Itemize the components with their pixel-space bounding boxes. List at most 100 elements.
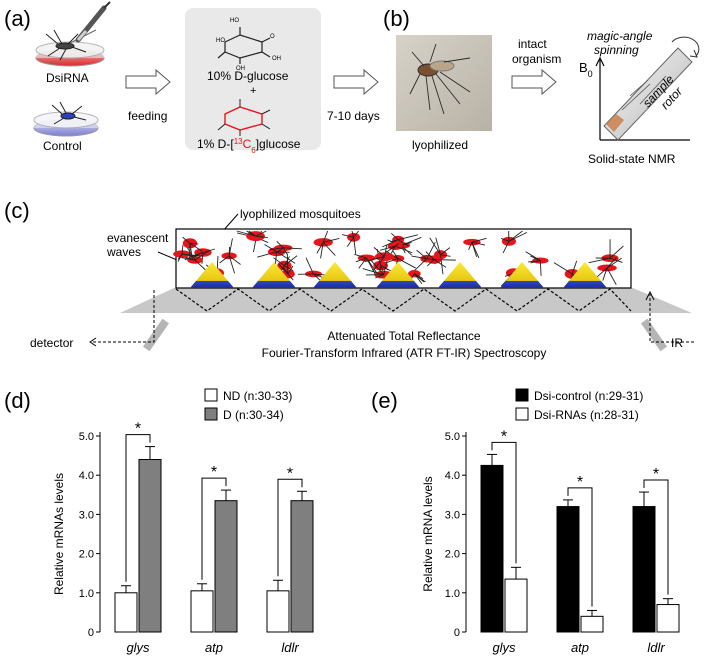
rotor-icon	[603, 36, 700, 141]
panel-c-label: (c)	[4, 198, 30, 223]
dsirna-dish	[35, 41, 105, 67]
mosquito-icon	[269, 241, 302, 255]
evanescent-wave-4	[376, 262, 420, 288]
ir-source-mirror	[640, 318, 668, 352]
y-tick-label: 2.0	[445, 549, 460, 561]
oh-label-2: OH	[236, 66, 245, 72]
mosquito-icon	[236, 230, 268, 242]
legend-label: Dsi-RNAs (n:28-31)	[534, 408, 639, 422]
feeding-label: feeding	[128, 109, 167, 123]
atr-title-2: Fourier-Transform Infrared (ATR FT-IR) S…	[262, 346, 547, 360]
bar-atp-s1	[190, 590, 214, 633]
ir-beam	[175, 288, 632, 312]
glucose-panel	[185, 8, 321, 150]
ir-beam-in	[649, 294, 694, 343]
significance-star: *	[501, 428, 507, 445]
mosquito-photo	[396, 35, 492, 131]
arrow-days	[333, 68, 379, 96]
mosquitoes-label: lyophilized mosquitoes	[240, 207, 361, 221]
detector-label: detector	[30, 336, 73, 350]
mosquito-layer	[173, 230, 624, 287]
bar-atp-s1	[556, 506, 580, 633]
bar-ldlr-s2	[290, 500, 314, 633]
evanescent-wave-1	[190, 262, 234, 288]
atr-title-1: Attenuated Total Reflectance	[327, 329, 481, 343]
mosquito-icon	[525, 251, 549, 276]
y-tick-label: 3.0	[79, 509, 94, 521]
evanescent-wave-2	[252, 262, 296, 288]
x-category-label: glys	[492, 640, 516, 655]
significance-star: *	[211, 464, 217, 481]
x-category-label: ldlr	[647, 640, 665, 655]
panel-b-label: (b)	[383, 6, 410, 31]
mosquito-icon	[364, 245, 395, 272]
bar-glys-s2	[504, 578, 528, 633]
y-tick-label: 2.0	[79, 549, 94, 561]
mosquito-icon	[382, 232, 418, 248]
labeled-glucose-structure-icon	[217, 99, 271, 136]
mosquito-icon	[592, 257, 622, 285]
legend-swatch	[515, 407, 529, 421]
y-tick-label: 5.0	[79, 431, 94, 443]
x-category-label: glys	[126, 640, 150, 655]
mosquito-icon	[383, 250, 416, 278]
magic-angle-label: magic-angle	[587, 29, 653, 43]
ir-label: IR	[671, 336, 683, 350]
ho-label-2: HO	[216, 38, 225, 44]
organism-label: organism	[512, 52, 561, 66]
mosquito-icon	[380, 240, 413, 254]
legend-swatch	[204, 407, 218, 421]
y-tick-label: 5.0	[445, 431, 460, 443]
ho-label: HO	[230, 18, 239, 24]
y-tick-label: 4.0	[79, 470, 94, 482]
significance-bracket	[201, 477, 227, 580]
bar-ldlr-s2	[656, 604, 680, 633]
significance-star: *	[287, 465, 293, 482]
significance-bracket	[643, 479, 669, 595]
evanescent-waves	[190, 262, 607, 288]
evanescent-wave-6	[500, 262, 544, 288]
lyophilized-mosquito-icon	[409, 43, 471, 115]
glucose-structure-icon	[217, 27, 271, 64]
detector-mirror	[142, 318, 170, 352]
x-category-label: atp	[571, 640, 589, 655]
significance-star: *	[577, 474, 583, 491]
bar-glys-s1	[480, 464, 504, 633]
glucose-line: 10% D-glucose	[207, 69, 289, 83]
lyophilized-label: lyophilized	[412, 138, 468, 152]
y-tick-label: 0	[88, 627, 94, 639]
arrow-feeding	[125, 68, 171, 96]
x-category-label: atp	[205, 640, 223, 655]
arrow-intact	[511, 68, 557, 96]
mosquito-icon	[422, 251, 456, 268]
nmr-label: Solid-state NMR	[588, 152, 676, 166]
control-label: Control	[43, 139, 82, 153]
spinning-label: spinning	[594, 43, 639, 57]
panel-a-label: (a)	[4, 6, 31, 31]
mosquito-icon	[219, 238, 241, 274]
waves-label: waves	[106, 245, 141, 259]
control-mosquito-icon	[51, 101, 87, 125]
evanescent-label: evanescent	[107, 231, 169, 245]
intact-label: intact	[518, 37, 547, 51]
days-label: 7-10 days	[327, 109, 380, 123]
y-axis-label: Relative mRNAs levels	[52, 473, 66, 595]
legend-label: ND (n:30-33)	[223, 389, 292, 403]
significance-star: *	[135, 421, 141, 438]
legend-label: Dsi-control (n:29-31)	[534, 389, 643, 403]
bar-glys-s1	[114, 592, 138, 633]
detector-arrowhead	[89, 337, 97, 347]
panel-e-label: (e)	[371, 388, 398, 413]
y-tick-label: 3.0	[445, 509, 460, 521]
y-axis-label: Relative mRNA levels	[421, 476, 435, 591]
evanescent-wave-5	[438, 262, 482, 288]
oh-label: OH	[272, 56, 281, 62]
y-tick-label: 4.0	[445, 470, 460, 482]
legend-label: D (n:30-34)	[223, 408, 284, 422]
evanescent-wave-7	[563, 262, 607, 288]
significance-star: *	[653, 466, 659, 483]
panel-d-label: (d)	[4, 388, 31, 413]
